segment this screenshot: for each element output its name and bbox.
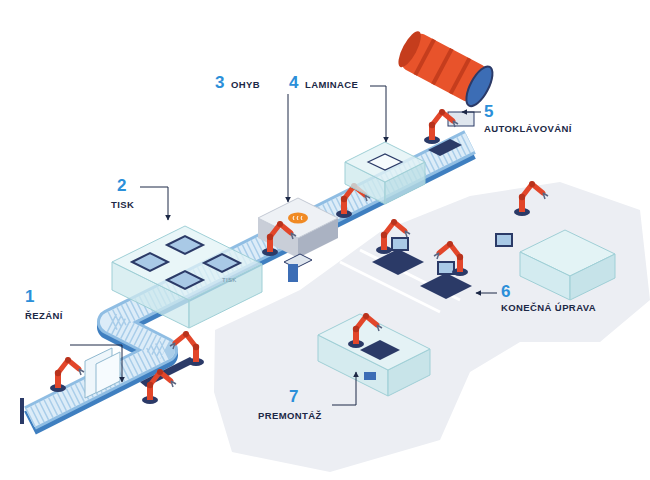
robot-arm: [170, 331, 204, 366]
factory-floor: [214, 182, 650, 472]
step-name: AUTOKLÁVOVÁNÍ: [484, 124, 572, 134]
callout-number: 7: [289, 388, 298, 405]
lamination-station: [345, 139, 462, 204]
conveyor-frame: [30, 142, 470, 418]
autoclave: [393, 27, 498, 144]
part-bin: [364, 372, 376, 380]
printer-frame: [204, 254, 240, 272]
leader-line: [370, 86, 386, 142]
leader-line: [288, 94, 289, 202]
monitor: [392, 238, 408, 250]
printer-frame: [167, 236, 203, 254]
machine-face: [520, 252, 570, 300]
callout-number: 1: [25, 288, 34, 305]
machine-top: [258, 198, 338, 238]
autoclave-rib: [431, 48, 453, 85]
printer-frame: [132, 253, 168, 271]
conveyor-rollers: [30, 142, 470, 418]
leader-line: [140, 187, 168, 220]
callout-number: 2: [117, 177, 126, 194]
machine-top: [112, 226, 262, 300]
glass-pane: [96, 352, 120, 393]
robot-arm: [348, 313, 382, 348]
robot-arm: [424, 109, 458, 144]
leader-line: [462, 112, 481, 113]
monitor: [438, 262, 454, 274]
conveyor-belt: [30, 142, 470, 418]
glass-sheet: [368, 154, 402, 170]
callout-number: 4: [289, 74, 298, 91]
step-name: KONEČNÁ ÚPRAVA: [501, 303, 596, 313]
leader-line: [476, 293, 497, 294]
machine-top: [345, 142, 425, 182]
leader-line: [70, 345, 122, 382]
callout-number: 6: [501, 283, 510, 300]
leader-lines: [70, 86, 497, 405]
finishing-station: [372, 181, 615, 300]
leader-line: [332, 372, 356, 405]
robot-arm: [376, 219, 410, 254]
work-desk: [420, 273, 472, 299]
robot-arm: [434, 241, 468, 276]
robot-arm: [262, 221, 296, 256]
heat-icon: [288, 213, 308, 224]
printer-frame: [167, 271, 203, 289]
callout-number: 5: [484, 103, 493, 120]
bending-oven: [258, 183, 370, 282]
printing-station: [112, 226, 262, 328]
step-name: ŘEZÁNÍ: [25, 311, 63, 321]
preassembly-station: [318, 313, 430, 396]
operator-booth: [288, 264, 298, 282]
step-name: OHYB: [231, 80, 260, 90]
work-table: [360, 340, 400, 360]
conveyor-side: [30, 147, 470, 423]
cutting-station: [20, 331, 204, 424]
step-name: TISK: [111, 200, 134, 210]
machine-face: [570, 254, 615, 300]
heat-icon: [293, 216, 302, 220]
robot-arm: [514, 181, 548, 216]
robot-arm: [142, 369, 176, 404]
machine-top: [318, 314, 430, 370]
machine-label: TISK: [222, 277, 237, 283]
robot-arm: [50, 357, 84, 392]
step-name: LAMINACE: [305, 80, 358, 90]
autoclave-end: [394, 28, 425, 70]
callout-number: 3: [215, 74, 224, 91]
monitor: [496, 234, 512, 246]
step-name: PREMONTÁŽ: [258, 411, 322, 421]
machine-leg: [20, 398, 24, 424]
conveyor: [30, 142, 470, 423]
